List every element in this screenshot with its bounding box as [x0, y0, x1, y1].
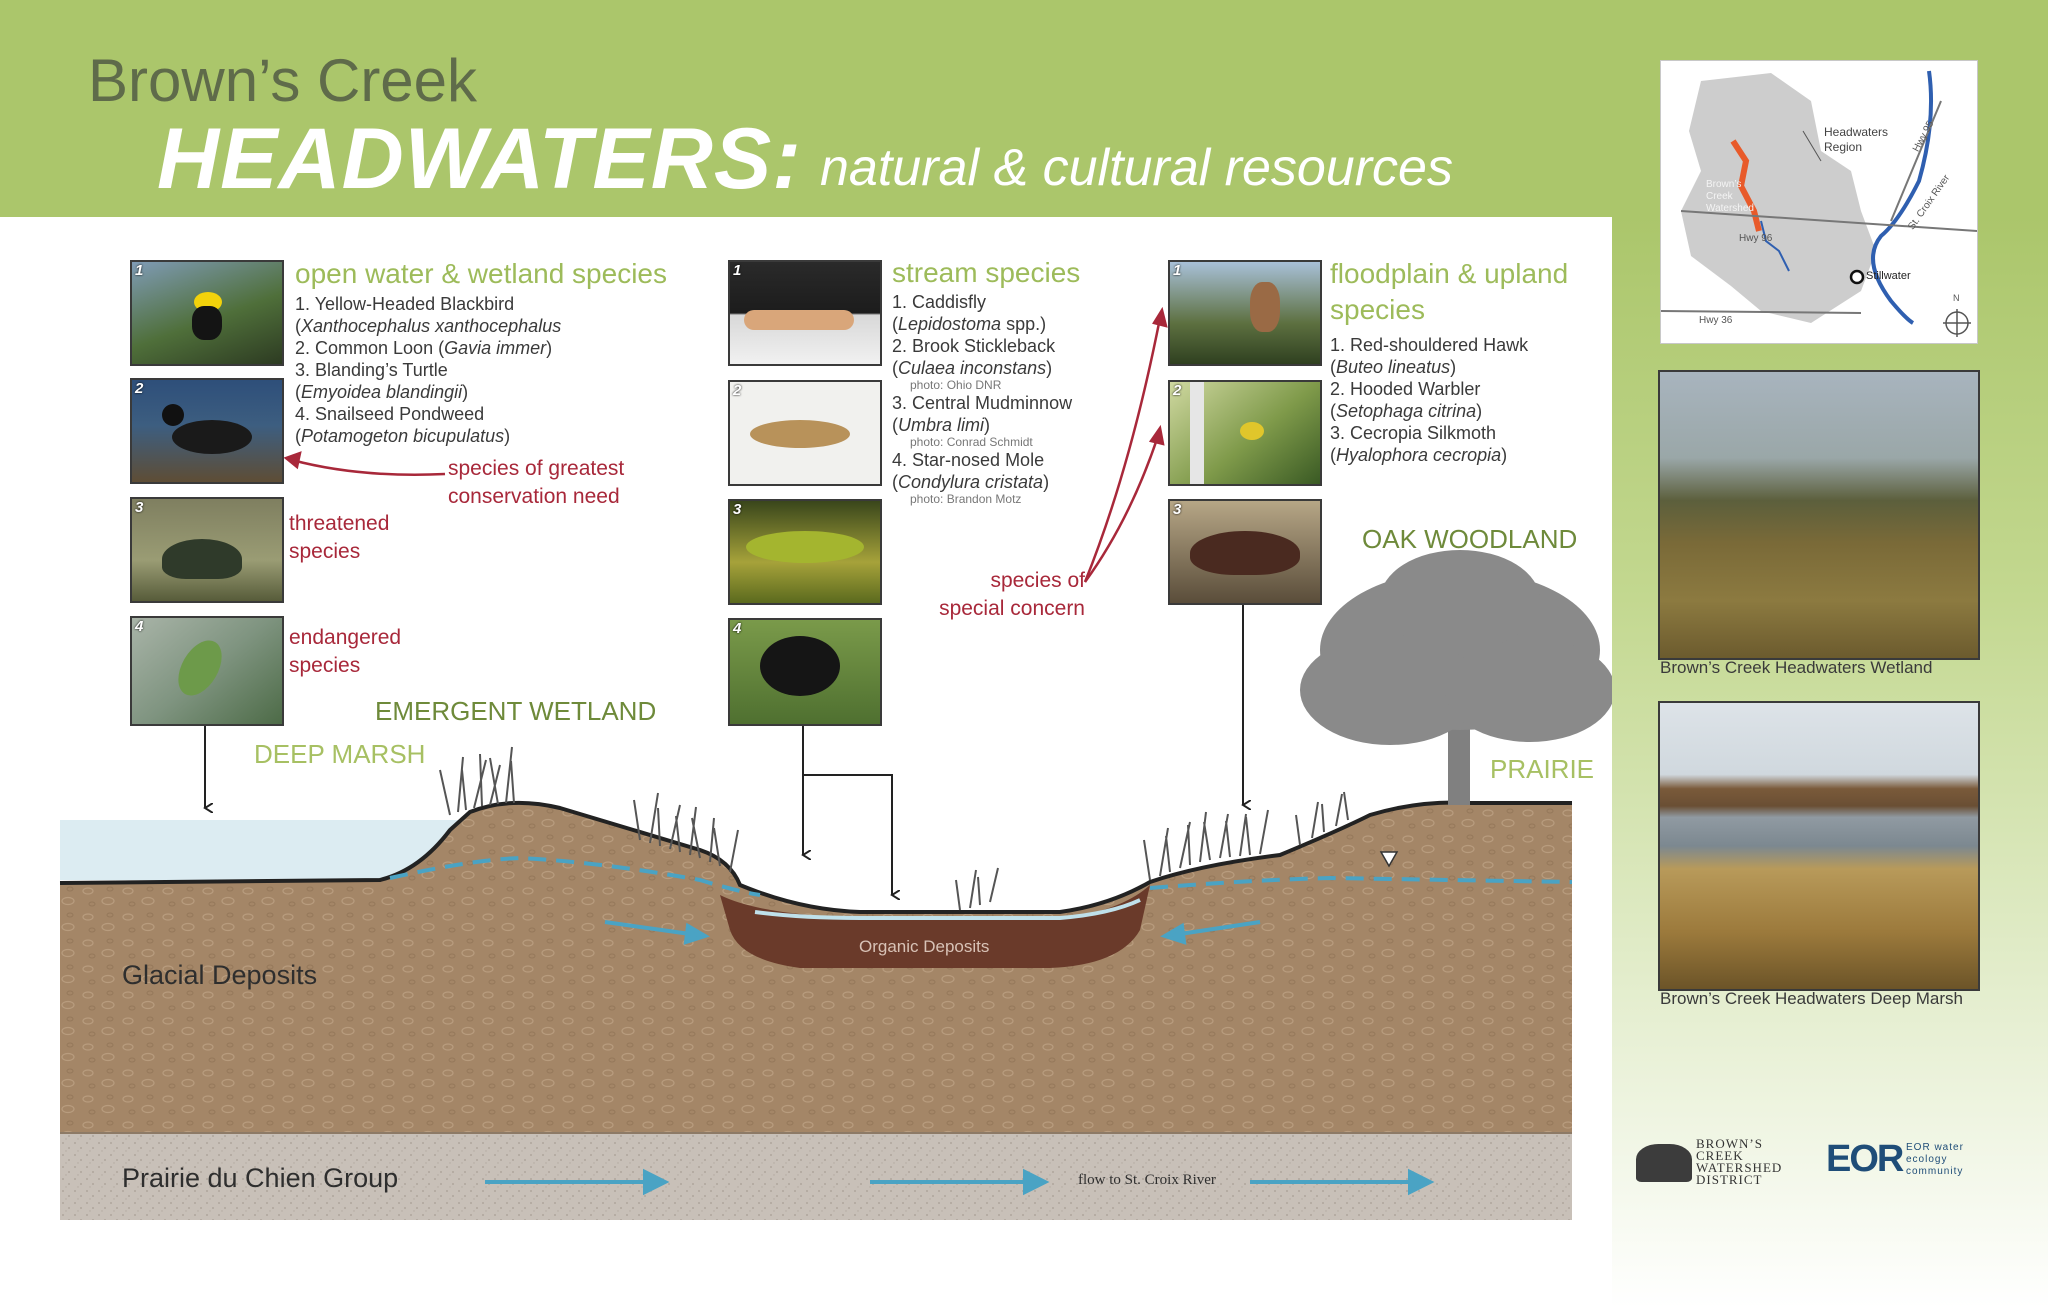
photo-caddisfly: 1	[728, 260, 882, 366]
species-scientific: (Condylura cristata)	[892, 472, 1050, 492]
heading-floodplain-species: floodplain & upland species	[1330, 258, 1569, 325]
annotation-threatened: threatened species	[289, 512, 390, 563]
species-item: 2. Common Loon (Gavia immer)	[295, 338, 553, 358]
caption-headwaters-deep-marsh: Brown’s Creek Headwaters Deep Marsh	[1660, 989, 1963, 1008]
cross-section-diagram	[59, 306, 1612, 1220]
species-item: 1. Yellow-Headed Blackbird	[295, 294, 515, 314]
red-annotation-arrows	[283, 306, 1168, 583]
water-table-marker	[1379, 851, 1399, 868]
leader-arrows	[205, 605, 1243, 895]
species-scientific: (Potamogeton bicupulatus)	[295, 426, 511, 446]
species-scientific: (Setophaga citrina)	[1330, 401, 1483, 421]
species-scientific: (Xanthocephalus xanthocephalus	[295, 316, 562, 336]
photo-headwaters-deep-marsh	[1658, 701, 1980, 991]
heading-stream-species: stream species	[892, 257, 1081, 288]
title-line2: HEADWATERS:	[157, 111, 802, 207]
label-flow: flow to St. Croix River	[1078, 1172, 1216, 1188]
species-item: 3. Blanding’s Turtle	[295, 360, 448, 380]
species-item: 4. Snailseed Pondweed	[295, 404, 485, 424]
species-item: 2. Brook Stickleback	[892, 336, 1056, 356]
location-map-graphic	[1661, 70, 1977, 337]
zone-deep-marsh: DEEP MARSH	[254, 739, 426, 769]
species-item: 1. Red-shouldered Hawk	[1330, 335, 1529, 355]
bedrock-layer	[60, 1133, 1572, 1220]
zone-oak-woodland: OAK WOODLAND	[1362, 524, 1578, 554]
species-item: 3. Central Mudminnow	[892, 393, 1073, 413]
photo-common-loon: 2	[130, 378, 284, 484]
photo-credit: photo: Ohio DNR	[910, 378, 1002, 392]
eor-logo-mark: EOR	[1826, 1138, 1904, 1180]
photo-red-shouldered-hawk: 1	[1168, 260, 1322, 366]
label-prairie-du-chien: Prairie du Chien Group	[122, 1163, 399, 1193]
map-label-hwy36: Hwy 36	[1699, 315, 1733, 326]
photo-brook-stickleback: 2	[728, 380, 882, 486]
eor-logo: EOR EOR water ecology community	[1826, 1138, 1986, 1188]
bcwd-logo-text: BROWN’S CREEK WATERSHED DISTRICT	[1696, 1136, 1783, 1187]
photo-yellow-headed-blackbird: 1	[130, 260, 284, 366]
photo-snailseed-pondweed: 4	[130, 616, 284, 726]
list-open-water-species: 1. Yellow-Headed Blackbird (Xanthocephal…	[295, 293, 655, 447]
photo-hooded-warbler: 2	[1168, 380, 1322, 486]
photo-star-nosed-mole: 4	[728, 618, 882, 726]
stream-water	[754, 898, 1141, 920]
eor-logo-text: EOR water ecology community	[1906, 1142, 1964, 1177]
map-label-hwy96: Hwy 96	[1739, 233, 1773, 244]
caption-headwaters-wetland: Brown’s Creek Headwaters Wetland	[1660, 658, 1933, 677]
species-item: 3. Cecropia Silkmoth	[1330, 423, 1497, 443]
wetland-grass	[439, 746, 1349, 911]
photo-central-mudminnow: 3	[728, 499, 882, 605]
bcwd-logo-mark	[1636, 1144, 1692, 1182]
species-scientific: (Culaea inconstans)	[892, 358, 1053, 378]
label-glacial-deposits: Glacial Deposits	[122, 960, 318, 990]
annotation-endangered: endangered species	[289, 626, 402, 677]
bcwd-logo: BROWN’S CREEK WATERSHED DISTRICT	[1636, 1136, 1796, 1188]
list-stream-species: 1. Caddisfly (Lepidostoma spp.) 2. Brook…	[892, 291, 1132, 506]
species-scientific: (Hyalophora cecropia)	[1330, 445, 1508, 465]
species-scientific: (Buteo lineatus)	[1330, 357, 1457, 377]
zone-prairie: PRAIRIE	[1490, 754, 1595, 784]
species-item: 4. Star-nosed Mole	[892, 450, 1045, 470]
list-floodplain-species: 1. Red-shouldered Hawk (Buteo lineatus) …	[1330, 334, 1590, 466]
groundwater-flow-arrows	[485, 920, 1435, 1196]
photo-blandings-turtle: 3	[130, 497, 284, 603]
zone-emergent-wetland: EMERGENT WETLAND	[375, 696, 657, 726]
label-organic-deposits: Organic Deposits	[859, 937, 990, 956]
photo-credit: photo: Brandon Motz	[910, 492, 1022, 506]
species-scientific: (Umbra limi)	[892, 415, 991, 435]
photo-credit: photo: Conrad Schmidt	[910, 435, 1033, 449]
photo-headwaters-wetland	[1658, 370, 1980, 660]
heading-open-water-species: open water & wetland species	[295, 258, 667, 289]
organic-deposits-layer	[720, 885, 1150, 968]
map-label-stillwater: Stillwater	[1866, 270, 1911, 282]
deep-marsh-water	[60, 820, 460, 880]
photo-cecropia-silkmoth: 3	[1168, 499, 1322, 605]
ground-surface-line	[59, 800, 1572, 914]
annotation-special-concern: species of special concern	[939, 569, 1085, 620]
water-table-line	[389, 855, 1573, 897]
species-item: 2. Hooded Warbler	[1330, 379, 1481, 399]
title-line1: Brown’s Creek	[88, 47, 478, 114]
species-scientific: (Emyoidea blandingii)	[295, 382, 469, 402]
annotation-greatest-need: species of greatest conservation need	[448, 457, 625, 508]
map-north-label: N	[1953, 293, 1960, 303]
species-item: 1. Caddisfly	[892, 292, 987, 312]
subtitle: natural & cultural resources	[820, 139, 1453, 197]
species-scientific: (Lepidostoma spp.)	[892, 314, 1047, 334]
oak-tree-silhouette	[1300, 550, 1612, 805]
